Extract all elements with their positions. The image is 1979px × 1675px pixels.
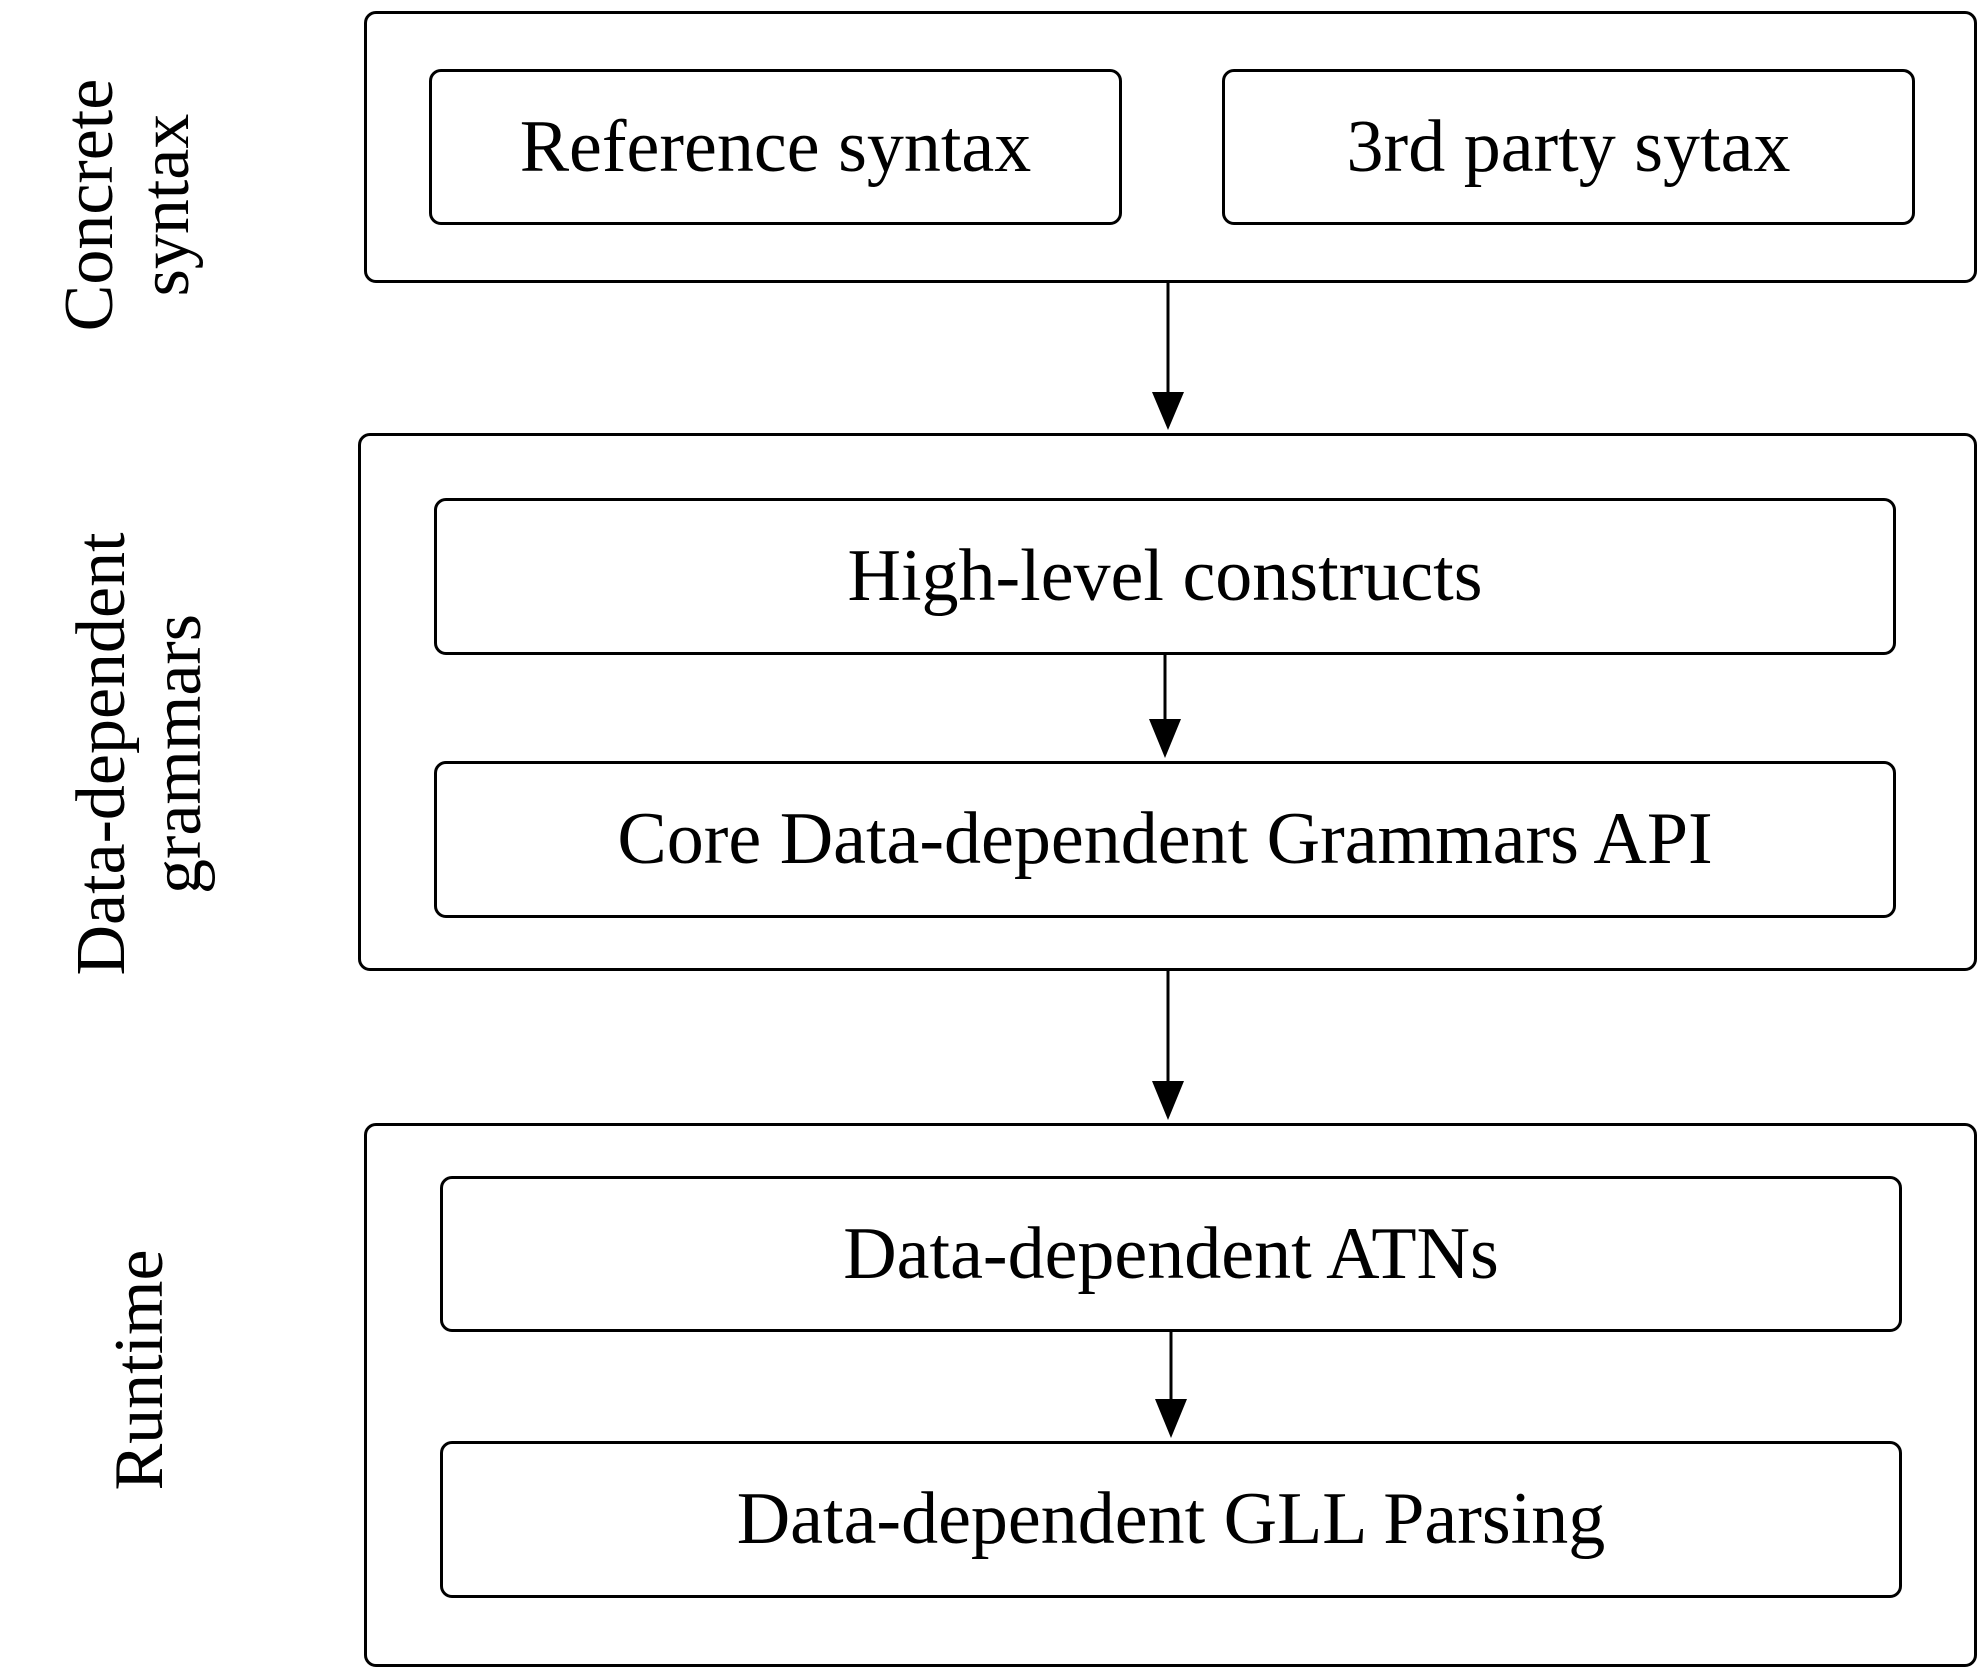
arrow-concrete-to-grammars: [1152, 283, 1184, 430]
layer-label-line: grammars: [139, 614, 216, 894]
core-grammars-api-box: Core Data-dependent Grammars API: [434, 761, 1896, 918]
layer-label-line: Runtime: [101, 1249, 178, 1491]
data-dependent-gll-parsing-box: Data-dependent GLL Parsing: [440, 1441, 1902, 1598]
high-level-constructs-box: High-level constructs: [434, 498, 1896, 655]
layer-label-line: Data-dependent: [63, 532, 140, 976]
third-party-syntax-box: 3rd party sytax: [1222, 69, 1915, 225]
data-dependent-atns-box: Data-dependent ATNs: [440, 1176, 1902, 1332]
layer-label-line: syntax: [127, 113, 204, 297]
reference-syntax-box: Reference syntax: [429, 69, 1122, 225]
arrow-grammars-to-runtime: [1152, 971, 1184, 1120]
layer-label-line: Concrete: [51, 78, 128, 332]
